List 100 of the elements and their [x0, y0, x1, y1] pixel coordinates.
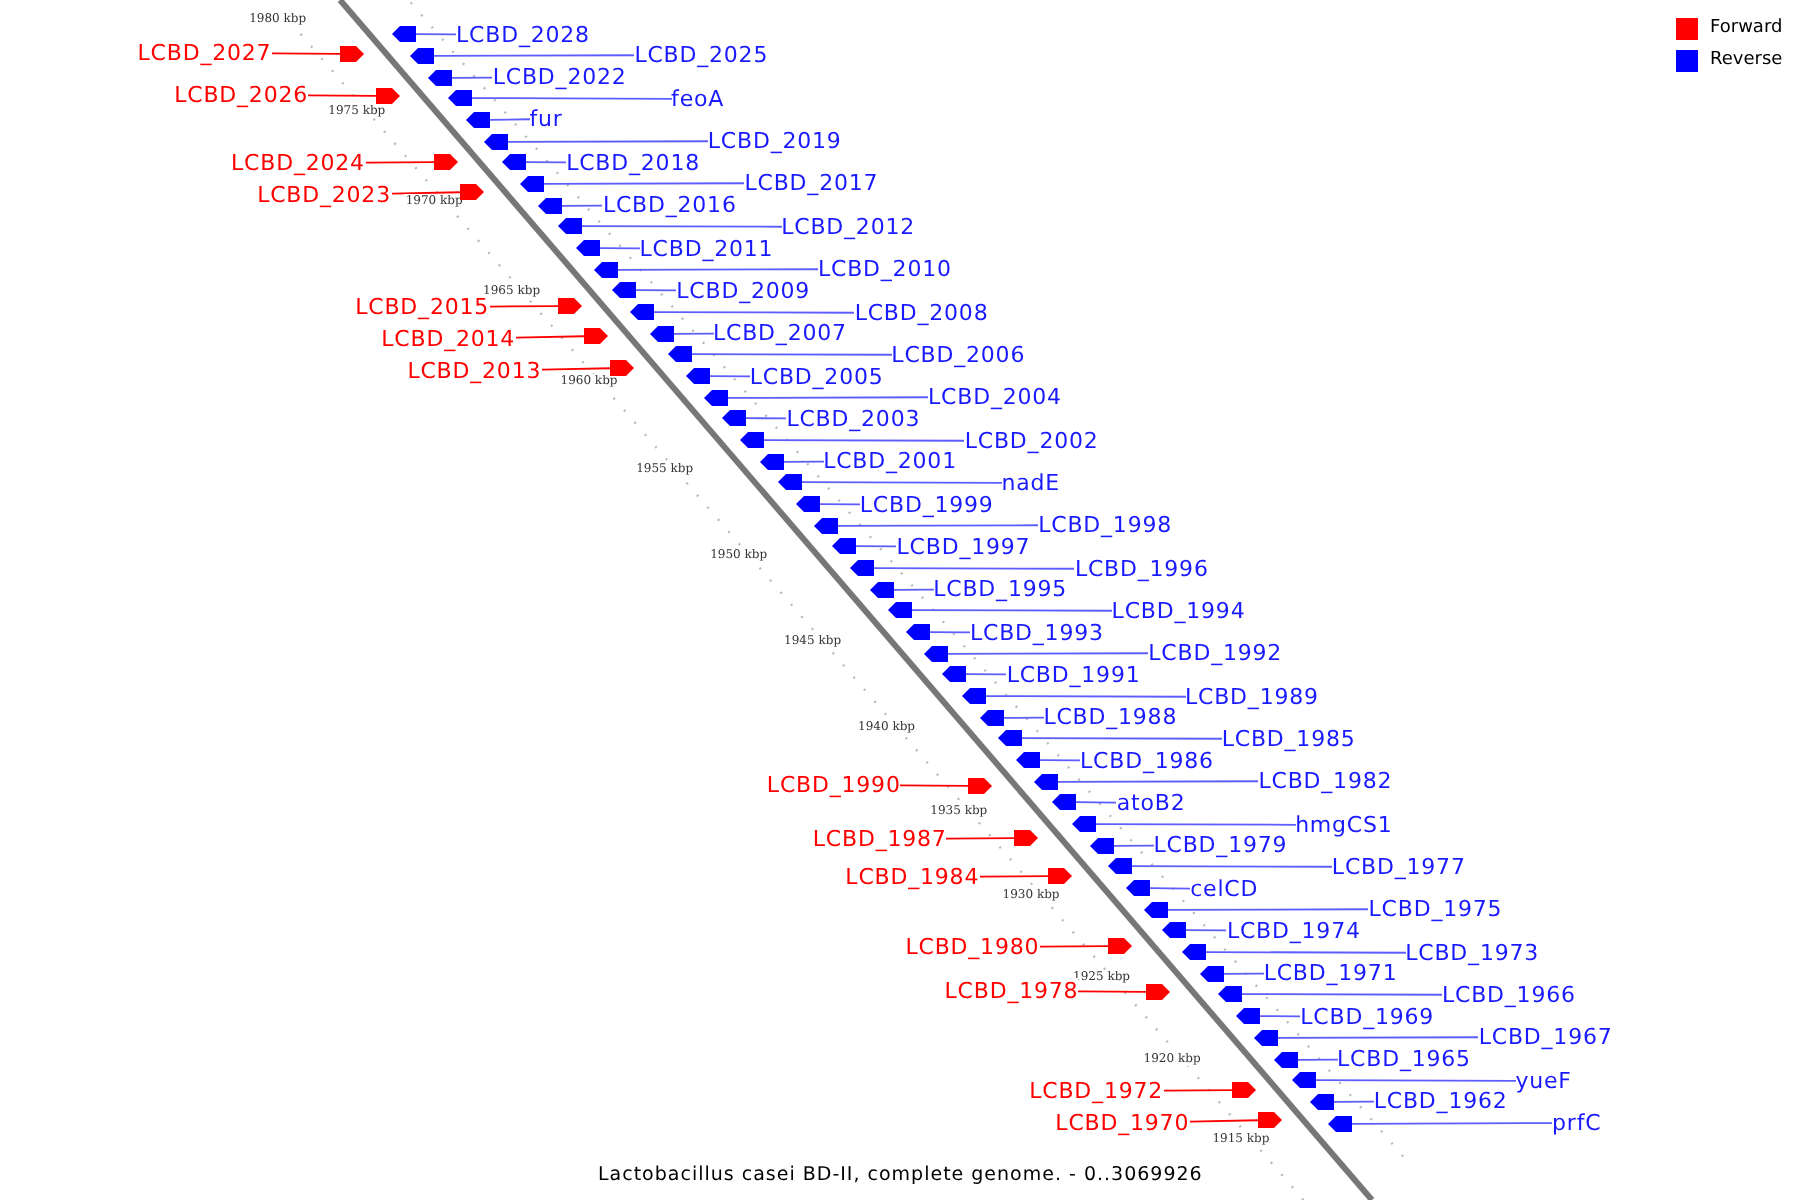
leader-line — [691, 353, 893, 356]
gene-marker — [1107, 938, 1132, 955]
gene-label: LCBD_1972 — [1029, 1077, 1164, 1104]
leader-line — [899, 784, 969, 787]
gene-label: LCBD_2019 — [707, 128, 842, 155]
gene-label: celCD — [1190, 875, 1259, 902]
leader-line — [541, 367, 611, 371]
leader-line — [783, 460, 825, 463]
gene-marker — [1047, 868, 1072, 885]
gene-marker — [520, 175, 545, 192]
leader-line — [1315, 1079, 1517, 1082]
gene-marker — [1146, 983, 1171, 1000]
leader-line — [489, 118, 531, 121]
gene-marker — [704, 389, 729, 406]
leader-line — [1057, 780, 1259, 783]
leader-line — [945, 837, 1015, 840]
leader-line — [1241, 993, 1443, 996]
gene-label: LCBD_2006 — [891, 341, 1026, 368]
caption: Lactobacillus casei BD-II, complete genome. - 0..3069926 — [598, 1164, 1203, 1186]
gene-marker — [1236, 1008, 1261, 1025]
gene-marker — [1199, 965, 1224, 982]
gene-label: LCBD_1974 — [1226, 917, 1361, 944]
leader-line — [415, 33, 457, 36]
gene-label: LCBD_1989 — [1185, 683, 1319, 710]
leader-line — [1277, 1036, 1479, 1039]
gene-label: LCBD_1969 — [1300, 1003, 1435, 1030]
gene-marker — [1291, 1072, 1316, 1089]
gene-label: hmgCS1 — [1295, 811, 1393, 838]
gene-marker — [339, 45, 364, 62]
gene-marker — [557, 218, 582, 235]
leader-line — [307, 94, 377, 97]
gene-label: feoA — [671, 85, 725, 112]
gene-marker — [583, 328, 608, 345]
gene-label: LCBD_2023 — [257, 181, 391, 207]
gene-marker — [924, 645, 949, 662]
leader-line — [515, 335, 585, 339]
gene-marker — [1217, 986, 1242, 1003]
leader-line — [709, 375, 751, 378]
gene-marker — [961, 688, 985, 705]
gene-label: LCBD_1994 — [1111, 597, 1246, 624]
gene-label: LCBD_2004 — [928, 384, 1062, 411]
leader-line — [837, 524, 1039, 527]
gene-marker — [832, 538, 857, 555]
gene-marker — [459, 184, 484, 201]
gene-label: LCBD_1987 — [812, 825, 947, 852]
leader-line — [1075, 801, 1117, 804]
gene-label: LCBD_1970 — [1055, 1109, 1190, 1136]
leader-line — [1189, 1119, 1259, 1123]
gene-marker — [447, 90, 472, 107]
leader-line — [873, 567, 1075, 570]
leader-line — [617, 268, 819, 271]
gene-label: LCBD_1993 — [969, 619, 1104, 646]
gene-marker — [1052, 794, 1077, 811]
gene-marker — [609, 359, 634, 376]
gene-label: LCBD_2012 — [781, 213, 916, 240]
gene-label: LCBD_2017 — [744, 170, 879, 197]
leader-line — [673, 332, 715, 335]
gene-marker — [433, 154, 458, 170]
leader-line — [1095, 823, 1297, 826]
gene-marker — [1126, 880, 1151, 897]
gene-label: LCBD_1997 — [896, 533, 1031, 560]
gene-label: LCBD_1990 — [766, 772, 901, 799]
gene-marker — [1231, 1082, 1256, 1099]
gene-marker — [1089, 837, 1114, 854]
leader-line — [855, 545, 897, 548]
gene-label: LCBD_1977 — [1331, 853, 1466, 880]
gene-label: LCBD_1967 — [1478, 1024, 1613, 1051]
leader-line — [763, 439, 965, 442]
leader-line — [525, 161, 567, 164]
gene-marker — [1254, 1029, 1279, 1046]
gene-label: LCBD_2013 — [407, 357, 542, 384]
leader-line — [1113, 844, 1155, 847]
leader-line — [1003, 716, 1045, 719]
leader-line — [727, 396, 929, 399]
leader-line — [1185, 929, 1227, 932]
gene-marker — [502, 154, 527, 171]
leader-line — [1131, 865, 1333, 868]
leader-line — [979, 875, 1049, 878]
gene-marker — [814, 517, 839, 534]
gene-marker — [1273, 1051, 1298, 1067]
gene-label: LCBD_2026 — [174, 82, 309, 109]
gene-marker — [1181, 944, 1206, 961]
gene-marker — [1016, 752, 1041, 769]
gene-label: LCBD_1966 — [1441, 981, 1576, 1008]
leader-line — [365, 161, 435, 164]
gene-label: LCBD_1962 — [1373, 1088, 1508, 1115]
leader-line — [1039, 759, 1081, 762]
leader-line — [1021, 737, 1223, 740]
gene-marker — [649, 325, 673, 342]
leader-line — [1333, 1100, 1375, 1103]
gene-marker — [1107, 858, 1132, 875]
leader-line — [1297, 1058, 1339, 1061]
gene-label: LCBD_2007 — [713, 320, 847, 347]
gene-label: LCBD_1980 — [905, 933, 1040, 960]
gene-label: LCBD_2024 — [231, 149, 365, 175]
gene-label: atoB2 — [1116, 789, 1186, 816]
gene-label: LCBD_1996 — [1074, 555, 1209, 582]
leader-line — [599, 247, 641, 250]
gene-label: LCBD_2001 — [823, 448, 957, 475]
gene-label: LCBD_2003 — [786, 405, 921, 432]
